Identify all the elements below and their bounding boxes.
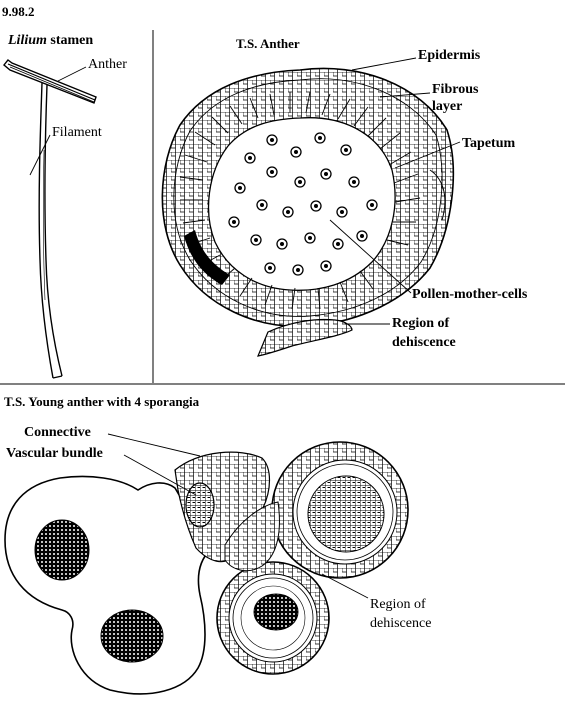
label-pollen-mother-cells: Pollen-mother-cells <box>412 287 528 302</box>
young-anther-drawing <box>4 433 409 695</box>
sporangium-lower <box>216 561 330 675</box>
ts-anther-drawing <box>161 57 461 357</box>
label-dehiscence-anther-2: dehiscence <box>392 335 456 350</box>
label-connective: Connective <box>24 425 91 440</box>
label-tapetum: Tapetum <box>462 136 516 151</box>
left-sporangia-outline <box>4 475 211 695</box>
pollen-mass-lower <box>100 609 164 663</box>
panel-dividers <box>0 30 565 385</box>
label-vascular-bundle: Vascular bundle <box>6 446 103 461</box>
label-epidermis: Epidermis <box>418 48 481 63</box>
stamen-title-species: Lilium <box>8 33 47 48</box>
label-fibrous-1: Fibrous <box>432 82 479 97</box>
vascular-bundle <box>185 482 215 528</box>
label-dehiscence-young-2: dehiscence <box>370 616 432 631</box>
stamen-anther <box>3 59 97 104</box>
dehiscence-tail <box>257 318 353 357</box>
ts-anther-locule <box>207 117 396 291</box>
pollen-mass-upper <box>34 519 90 581</box>
stamen-filament <box>38 82 63 379</box>
label-filament: Filament <box>52 125 102 140</box>
sporangium-upper-right <box>271 441 409 579</box>
young-anther-title: T.S. Young anther with 4 sporangia <box>4 394 200 409</box>
ts-anther-title: T.S. Anther <box>236 36 300 51</box>
label-dehiscence-anther-1: Region of <box>392 316 450 331</box>
stamen-title-rest: stamen <box>46 33 94 48</box>
label-dehiscence-young-1: Region of <box>370 597 426 612</box>
label-fibrous-2: layer <box>432 99 463 114</box>
label-anther: Anther <box>88 57 127 72</box>
stamen-title: Lilium stamen <box>8 33 93 49</box>
figure-number: 9.98.2 <box>2 4 35 19</box>
stamen-drawing <box>3 59 97 379</box>
